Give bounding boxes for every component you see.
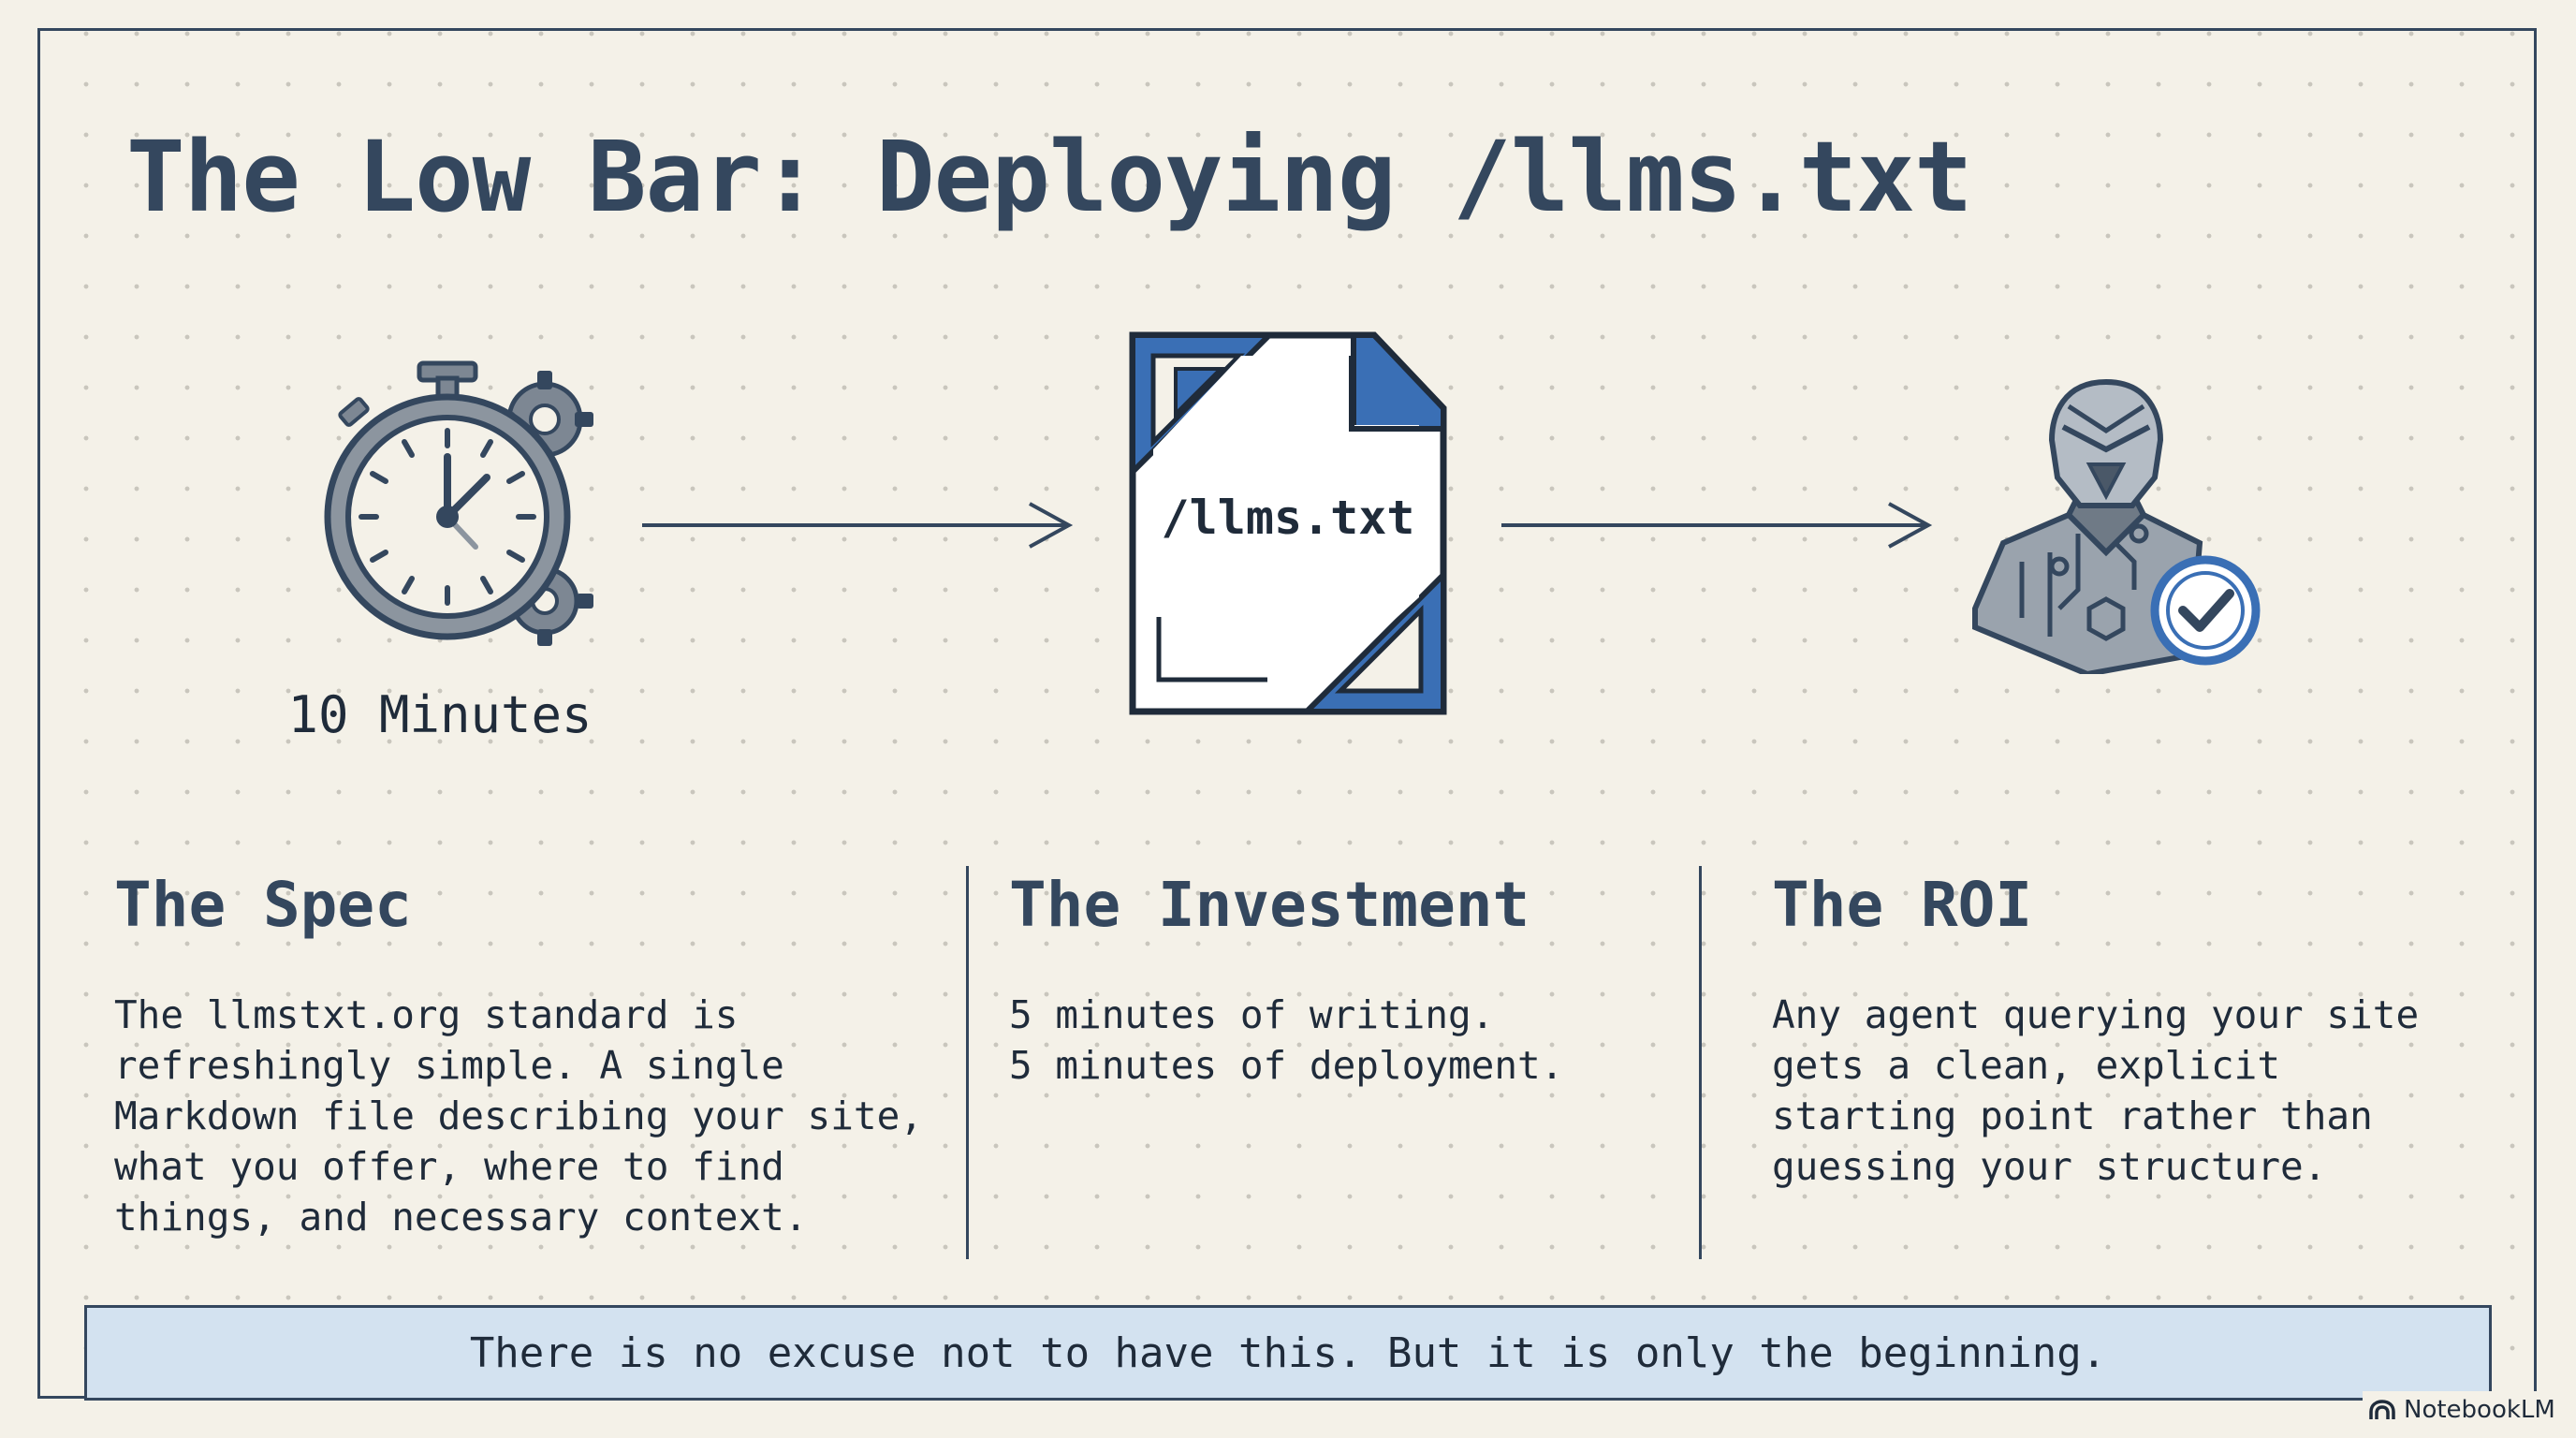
timer-caption: 10 Minutes: [287, 685, 593, 744]
column-roi: The ROI Any agent querying your site get…: [1772, 869, 2483, 1192]
notebooklm-logo-icon: [2369, 1400, 2395, 1419]
column-heading: The Spec: [114, 869, 412, 941]
robot-agent-checkmark-icon: [1966, 374, 2265, 678]
notebooklm-branding: NotebookLM: [2363, 1391, 2561, 1429]
stopwatch-gears-icon: [309, 356, 599, 655]
column-body: The llmstxt.org standard is refreshingly…: [114, 992, 923, 1240]
slide-title: The Low Bar: Deploying /llms.txt: [126, 120, 1973, 234]
callout-banner: There is no excuse not to have this. But…: [84, 1305, 2492, 1401]
arrow-right-icon: [642, 502, 1074, 549]
arrow-right-icon: [1501, 502, 1933, 549]
column-investment: The Investment 5 minutes of writing. 5 m…: [1009, 869, 1702, 1091]
document-file-icon: /llms.txt: [1129, 331, 1447, 715]
branding-label: NotebookLM: [2404, 1396, 2555, 1424]
column-heading: The ROI: [1772, 869, 2033, 941]
column-body: Any agent querying your site gets a clea…: [1772, 992, 2420, 1189]
column-heading: The Investment: [1009, 869, 1530, 941]
column-divider: [1699, 866, 1702, 1259]
column-divider: [966, 866, 969, 1259]
document-label: /llms.txt: [1161, 491, 1415, 545]
column-body: 5 minutes of writing. 5 minutes of deplo…: [1009, 992, 1564, 1088]
banner-text: There is no excuse not to have this. But…: [469, 1328, 2107, 1377]
column-spec: The Spec The llmstxt.org standard is ref…: [114, 869, 938, 1242]
